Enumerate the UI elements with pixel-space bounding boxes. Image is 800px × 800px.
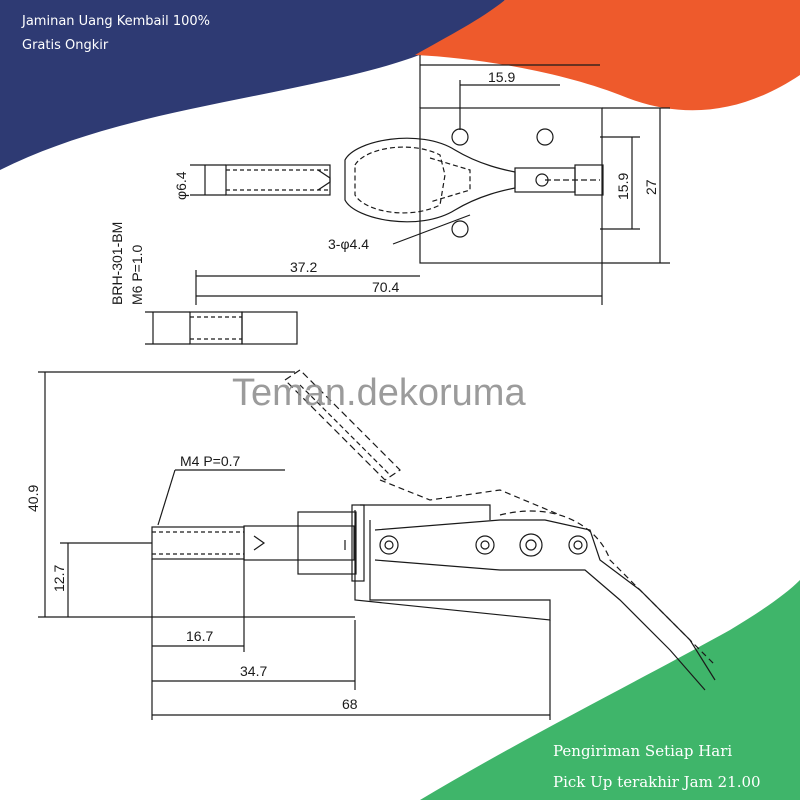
free-shipping-text: Gratis Ongkir xyxy=(22,38,109,53)
holes-label: 3-φ4.4 xyxy=(328,236,369,252)
green-footer-shape xyxy=(420,580,800,800)
thread-label-m6: M6 P=1.0 xyxy=(129,244,145,305)
dim-70-4: 70.4 xyxy=(372,279,399,295)
guarantee-text: Jaminan Uang Kembail 100% xyxy=(22,14,211,29)
thread-label-m4: M4 P=0.7 xyxy=(180,453,241,469)
dim-12-7: 12.7 xyxy=(51,565,67,592)
daily-shipping-text: Pengiriman Setiap Hari xyxy=(553,742,733,760)
orange-banner-shape xyxy=(415,0,800,111)
dim-16-7: 16.7 xyxy=(186,628,213,644)
dim-68: 68 xyxy=(342,696,358,712)
dim-34-7: 34.7 xyxy=(240,663,267,679)
dim-37-2: 37.2 xyxy=(290,259,317,275)
dim-15-9-top: 15.9 xyxy=(488,69,515,85)
navy-banner-shape xyxy=(0,0,505,170)
dim-40-9: 40.9 xyxy=(25,485,41,512)
watermark: Teman.dekoruma xyxy=(232,372,526,414)
pickup-time-text: Pick Up terakhir Jam 21.00 xyxy=(553,773,761,791)
dim-15-9: 15.9 xyxy=(615,173,631,200)
model-label: BRH-301-BM xyxy=(109,222,125,305)
dim-phi-6-4: φ6.4 xyxy=(173,171,189,200)
dim-27: 27 xyxy=(643,179,659,195)
